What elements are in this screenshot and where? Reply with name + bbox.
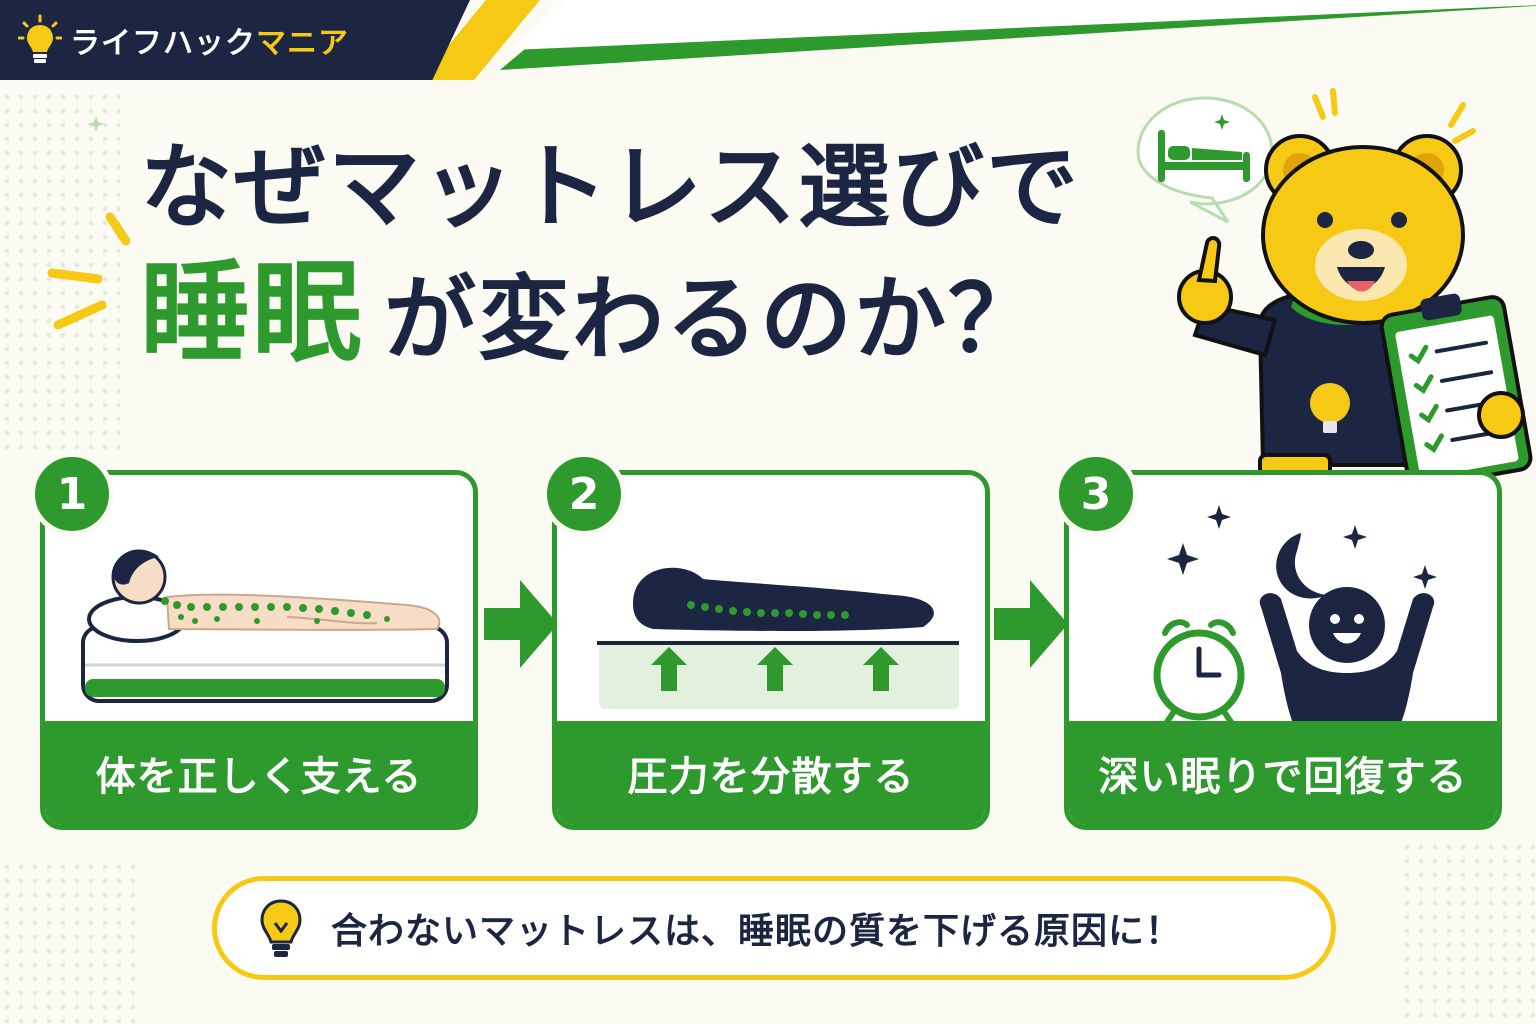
tip-callout: 合わないマットレスは、睡眠の質を下げる原因に！ [212,876,1336,980]
dot-texture-bottom-left [0,860,140,1024]
tip-text: 合わないマットレスは、睡眠の質を下げる原因に！ [331,911,1183,952]
bear-mascot [1177,88,1533,480]
headline-rest: が変わるのか？ [384,266,1043,373]
arrow-right-icon [994,580,1068,668]
step-badge-3: 3 [1054,452,1138,536]
step-label-2: 圧力を分散する [557,721,985,825]
headline-line1: なぜマットレス選びで [140,134,1081,241]
arrow-right-icon [484,580,558,668]
step-badge-1: 1 [30,452,114,536]
headline-line2: 睡眠が変わるのか？ [140,245,1080,383]
headline: なぜマットレス選びで 睡眠が変わるのか？ [140,130,1080,383]
deep-sleep-recovery-illustration [1153,505,1437,739]
pressure-distribution-illustration [597,567,959,709]
step-badge-2: 2 [542,452,626,536]
step-card-2: 圧力を分散する [552,470,990,830]
burst-lines-icon [47,212,130,330]
step-label-3: 深い眠りで回復する [1069,721,1497,825]
step-label-1: 体を正しく支える [45,721,473,825]
brand-logo[interactable]: ライフハックマニア [18,14,349,66]
lightbulb-icon [260,899,302,957]
sparkle-icon [88,116,104,132]
headline-accent: 睡眠 [140,249,364,377]
brand-name: ライフハックマニア [70,26,349,61]
speech-bubble-bed-icon [1136,96,1274,224]
body-support-illustration [81,549,449,703]
step-card-1: 体を正しく支える [40,470,478,830]
brand-banner [0,0,470,80]
dot-texture-right [1400,840,1536,1024]
banner-white-stripe [511,0,1536,50]
step-card-3: 深い眠りで回復する [1064,470,1502,830]
lightbulb-icon [18,14,62,63]
